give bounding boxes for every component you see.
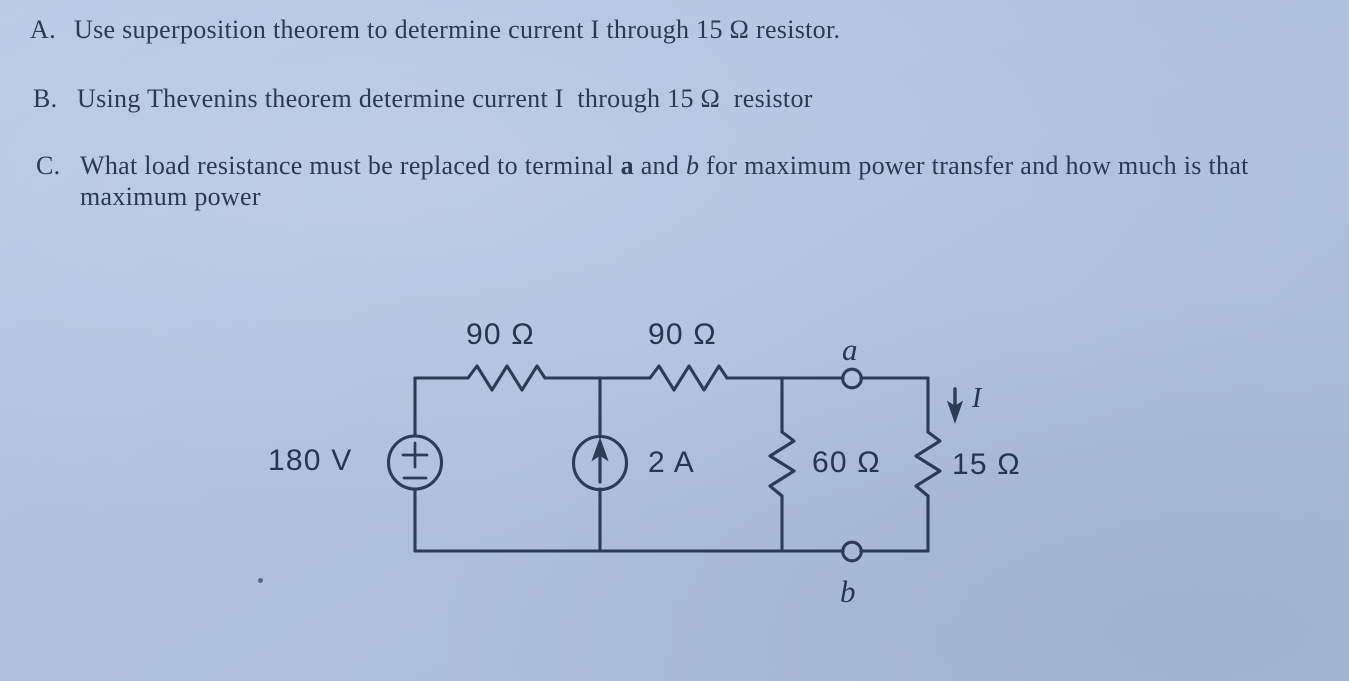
question-a: A. Use superposition theorem to determine… xyxy=(30,15,840,46)
resistor-15-symbol xyxy=(914,430,942,498)
question-b-label: B. xyxy=(33,84,58,113)
voltage-source-circle xyxy=(386,434,444,491)
resistor-15-label: 15 Ω xyxy=(952,448,1021,481)
question-c-terminal-a: a xyxy=(620,151,634,180)
resistor-90-left-symbol xyxy=(466,364,547,392)
terminal-b-label: b xyxy=(840,574,857,609)
voltage-source-label: 180 V xyxy=(268,444,353,477)
terminal-a-label: a xyxy=(842,332,859,367)
plus-sign-icon xyxy=(401,441,429,469)
current-source-circle xyxy=(571,434,629,492)
resistor-90-left-label: 90 Ω xyxy=(466,318,535,351)
current-source-label: 2 A xyxy=(648,446,695,479)
question-b-text: Using Thevenins theorem determine curren… xyxy=(77,84,813,113)
terminal-b-circle xyxy=(841,540,863,563)
question-a-label: A. xyxy=(30,15,56,44)
question-c-text-part3: for maximum power transfer and how much … xyxy=(80,151,1249,211)
question-c-text-part2: and xyxy=(633,151,686,180)
question-b: B. Using Thevenins theorem determine curr… xyxy=(33,84,813,115)
question-c-text-part1: What load resistance must be replaced to… xyxy=(80,151,621,180)
question-a-text: Use superposition theorem to determine c… xyxy=(74,15,841,44)
resistor-90-right-symbol xyxy=(648,364,729,392)
question-c-text: What load resistance must be replaced to… xyxy=(80,151,1349,212)
resistor-60-symbol xyxy=(768,430,796,498)
current-arrow-icon xyxy=(946,387,964,424)
terminal-a-circle xyxy=(841,367,863,390)
resistor-60-label: 60 Ω xyxy=(812,446,881,479)
question-c: C. What load resistance must be replaced … xyxy=(36,151,1349,212)
stray-ink-dot xyxy=(258,578,263,583)
question-c-label: C. xyxy=(36,151,61,180)
question-c-terminal-b: b xyxy=(685,151,700,180)
current-source-arrow-icon xyxy=(591,437,609,484)
resistor-90-right-label: 90 Ω xyxy=(648,318,717,351)
current-arrow-label: I xyxy=(972,383,983,414)
